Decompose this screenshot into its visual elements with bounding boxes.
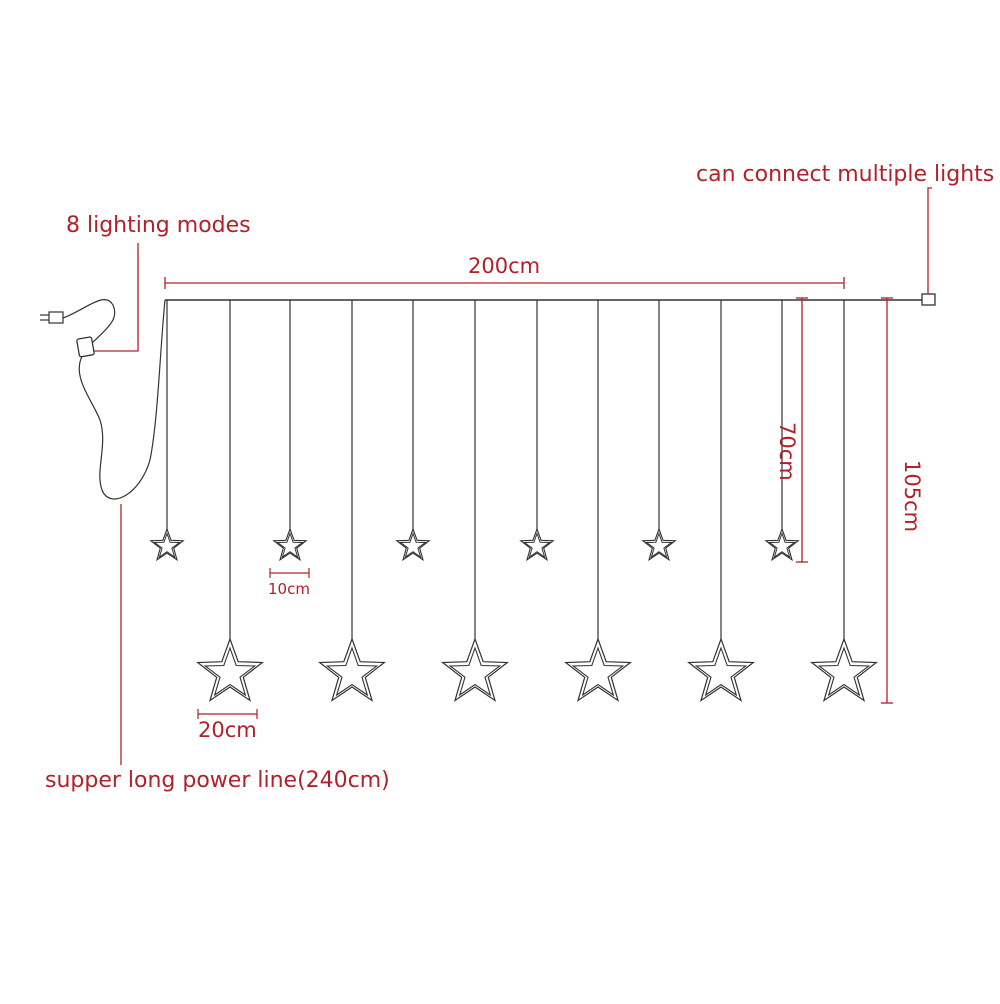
large-star-icon <box>687 637 755 702</box>
plug-icon <box>40 311 64 324</box>
small-star-inner <box>153 531 181 559</box>
small-star-icon <box>149 527 185 562</box>
small-star-icon <box>641 527 677 562</box>
power-line-label: supper long power line(240cm) <box>45 768 390 793</box>
long-drop-label: 105cm <box>900 460 924 533</box>
large-star-icon <box>564 637 632 702</box>
small-star-inner <box>523 531 551 559</box>
long-drop-dimension <box>881 297 893 704</box>
short-drop-dimension <box>796 297 808 563</box>
width-label: 200cm <box>468 254 541 278</box>
large-star-icon <box>441 637 509 702</box>
short-drop-label: 70cm <box>775 422 799 481</box>
small-star-icon <box>272 527 308 562</box>
small-star-inner <box>399 531 427 559</box>
small-star-icon <box>519 527 555 562</box>
connect-annotation-line <box>927 187 932 294</box>
large-star-inner <box>203 646 257 697</box>
end-connector-icon <box>921 293 936 306</box>
large-star-icon <box>196 637 264 702</box>
small-star-size-label: 10cm <box>268 580 310 598</box>
star-strands <box>149 300 878 702</box>
small-star-dimension <box>269 568 310 578</box>
big-star-size-label: 20cm <box>198 718 257 742</box>
large-star-inner <box>694 646 748 697</box>
small-star-icon <box>395 527 431 562</box>
large-star-inner <box>448 646 502 697</box>
small-star-icon <box>764 527 800 562</box>
power-cord <box>62 299 166 500</box>
small-star-inner <box>768 531 796 559</box>
width-dimension <box>164 277 845 289</box>
controller-box-icon <box>76 336 95 358</box>
large-star-inner <box>817 646 871 697</box>
small-star-inner <box>645 531 673 559</box>
large-star-inner <box>571 646 625 697</box>
big-star-dimension <box>197 709 258 719</box>
connect-label: can connect multiple lights <box>696 162 995 187</box>
small-star-inner <box>276 531 304 559</box>
large-star-inner <box>325 646 379 697</box>
large-star-icon <box>810 637 878 702</box>
modes-annotation-line <box>93 243 139 352</box>
modes-label: 8 lighting modes <box>66 213 251 238</box>
large-star-icon <box>318 637 386 702</box>
